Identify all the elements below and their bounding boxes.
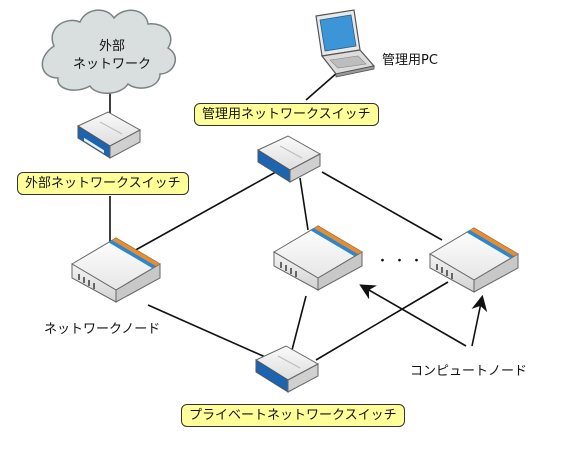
connection-lines xyxy=(109,71,449,361)
laptop-icon xyxy=(315,9,376,78)
compute-node-arrows xyxy=(359,284,488,347)
admin-pc-label: 管理用PC xyxy=(382,53,438,68)
compute-node-label: コンピュートノード xyxy=(410,364,528,379)
network-node-server xyxy=(71,237,161,303)
private-switch-device xyxy=(254,345,320,393)
link-admin-switch-compute1 xyxy=(299,177,309,231)
ellipsis-label: ・・・ xyxy=(376,254,428,269)
compute-node-server-1 xyxy=(273,225,363,291)
link-network-node-private-switch xyxy=(147,304,273,361)
arrow-to-compute-node-1 xyxy=(359,284,467,347)
external-switch-device xyxy=(76,111,142,159)
cloud-label-line1: 外部 xyxy=(98,39,125,54)
link-admin-switch-network-node xyxy=(131,167,284,253)
link-admin-switch-compute2 xyxy=(321,171,443,241)
link-compute2-private-switch xyxy=(315,281,449,361)
network-node-label: ネットワークノード xyxy=(44,322,161,337)
admin-switch-label: 管理用ネットワークスイッチ xyxy=(194,103,379,126)
link-compute1-private-switch xyxy=(291,295,307,351)
external-network-cloud xyxy=(41,9,177,94)
link-admin-pc-admin-switch xyxy=(305,71,339,101)
cloud-label: 外部 ネットワーク xyxy=(60,38,164,74)
admin-switch-device xyxy=(256,135,322,183)
external-switch-label: 外部ネットワークスイッチ xyxy=(17,172,189,195)
arrow-to-compute-node-2 xyxy=(471,294,488,347)
private-switch-label: プライベートネットワークスイッチ xyxy=(181,404,405,427)
compute-node-server-2 xyxy=(429,227,519,293)
cloud-label-line2: ネットワーク xyxy=(72,57,151,72)
